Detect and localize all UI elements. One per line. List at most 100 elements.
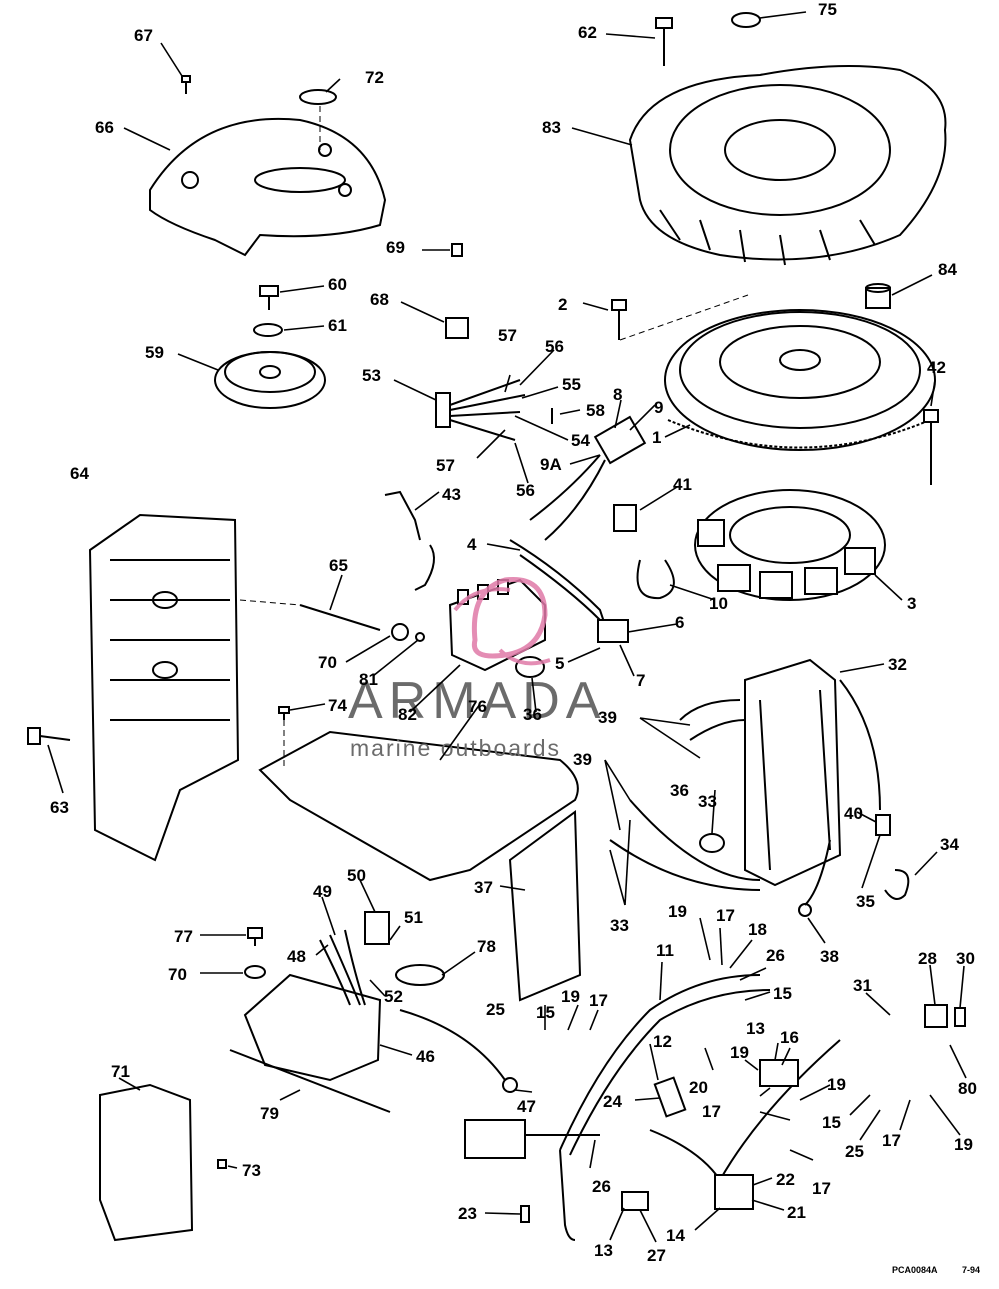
- part-84-nut: [865, 283, 891, 309]
- callout-6: 6: [675, 613, 684, 632]
- callout-69: 69: [386, 238, 405, 257]
- callout-39-top: 39: [598, 708, 617, 727]
- callout-30: 30: [956, 949, 975, 968]
- part-70-washer-top: [391, 623, 409, 641]
- part-62-bolt: [655, 17, 673, 66]
- callout-46: 46: [416, 1047, 435, 1066]
- callout-26-bottom: 26: [592, 1177, 611, 1196]
- callout-32: 32: [888, 655, 907, 674]
- callout-15-left: 15: [536, 1003, 555, 1022]
- alignment-line: [619, 294, 749, 341]
- callout-61: 61: [328, 316, 347, 335]
- part-38-ring-terminal: [798, 903, 812, 917]
- callout-40: 40: [844, 804, 863, 823]
- part-66-cover-plate: [149, 117, 387, 257]
- part-24-fuse-holder: [653, 1076, 687, 1118]
- callout-21: 21: [787, 1203, 806, 1222]
- callout-72: 72: [365, 68, 384, 87]
- callout-17-top: 17: [716, 906, 735, 925]
- callout-57-top: 57: [498, 326, 517, 345]
- part-30-cap: [954, 1007, 966, 1027]
- part-11-main-harness: [464, 974, 841, 1182]
- part-3-stator: [694, 489, 886, 601]
- callout-59: 59: [145, 343, 164, 362]
- part-32-wire: [839, 679, 881, 811]
- callout-36-top: 36: [523, 705, 542, 724]
- callout-74: 74: [328, 696, 347, 715]
- callout-25-right: 25: [845, 1142, 864, 1161]
- watermark-logo: [453, 576, 551, 666]
- callout-43: 43: [442, 485, 461, 504]
- callout-19-right: 19: [954, 1135, 973, 1154]
- part-23-pin: [520, 1205, 530, 1223]
- callout-70-bottom: 70: [168, 965, 187, 984]
- callout-35: 35: [856, 892, 875, 911]
- callout-51: 51: [404, 908, 423, 927]
- callout-18: 18: [748, 920, 767, 939]
- part-4-harness: [509, 539, 629, 643]
- part-68-bracket: [445, 317, 469, 339]
- part-70-washer: [244, 965, 266, 979]
- callout-63: 63: [50, 798, 69, 817]
- callout-56-bottom: 56: [516, 481, 535, 500]
- callout-41: 41: [673, 475, 692, 494]
- callout-3: 3: [907, 594, 916, 613]
- callout-4: 4: [467, 535, 477, 554]
- part-16-plug: [759, 1059, 799, 1087]
- part-37-plate: [508, 810, 582, 1002]
- callout-36-mid: 36: [670, 781, 689, 800]
- callout-7: 7: [636, 671, 645, 690]
- callout-82: 82: [398, 705, 417, 724]
- callout-71: 71: [111, 1062, 130, 1081]
- part-1-flywheel: [664, 309, 936, 451]
- part-34-ring: [884, 869, 910, 900]
- callout-68: 68: [370, 290, 389, 309]
- part-81-washer: [415, 632, 425, 642]
- callout-78: 78: [477, 937, 496, 956]
- part-32-bracket: [744, 658, 842, 887]
- callout-17-left: 17: [589, 991, 608, 1010]
- callout-17-bottom: 17: [812, 1179, 831, 1198]
- callout-17-right: 17: [882, 1131, 901, 1150]
- part-13-wire: [559, 1149, 576, 1241]
- part-79-bracket-line: [229, 1049, 391, 1113]
- callout-52: 52: [384, 987, 403, 1006]
- callout-19-mid: 19: [730, 1043, 749, 1062]
- part-41-clip: [613, 504, 637, 532]
- callout-81: 81: [359, 670, 378, 689]
- watermark-brand: ARMADA: [348, 672, 606, 730]
- callout-20: 20: [689, 1078, 708, 1097]
- callout-55: 55: [562, 375, 581, 394]
- callout-54: 54: [571, 431, 590, 450]
- callout-22: 22: [776, 1170, 795, 1189]
- callout-5: 5: [555, 654, 564, 673]
- callout-27: 27: [647, 1246, 666, 1265]
- part-75-cap: [731, 12, 761, 28]
- callout-33-top: 33: [698, 792, 717, 811]
- callout-39-mid: 39: [573, 750, 592, 769]
- part-64-cylinder-cover: [88, 513, 240, 862]
- callout-84: 84: [938, 260, 957, 279]
- part-27-plug: [621, 1191, 649, 1211]
- callout-13-bottom: 13: [594, 1241, 613, 1260]
- part-78-clamp: [395, 964, 445, 986]
- callout-56-top: 56: [545, 337, 564, 356]
- callout-17-mid: 17: [702, 1102, 721, 1121]
- part-83-flywheel-cover: [628, 65, 947, 266]
- part-74-screw: [278, 706, 290, 720]
- part-67-screw: [181, 75, 191, 94]
- callout-66: 66: [95, 118, 114, 137]
- part-38-wire: [804, 839, 831, 906]
- part-43-plug-leads: [384, 490, 435, 591]
- part-39-plug-wires: [609, 699, 761, 891]
- callout-76: 76: [468, 697, 487, 716]
- callout-15-right: 15: [822, 1113, 841, 1132]
- callout-34: 34: [940, 835, 959, 854]
- part-61-washer: [253, 323, 283, 337]
- date-code: 7-94: [962, 1265, 980, 1275]
- callout-49: 49: [313, 882, 332, 901]
- part-47-ground-wire: [399, 1009, 506, 1081]
- part-77-bolt: [247, 927, 263, 946]
- callout-19-right-mid: 19: [827, 1075, 846, 1094]
